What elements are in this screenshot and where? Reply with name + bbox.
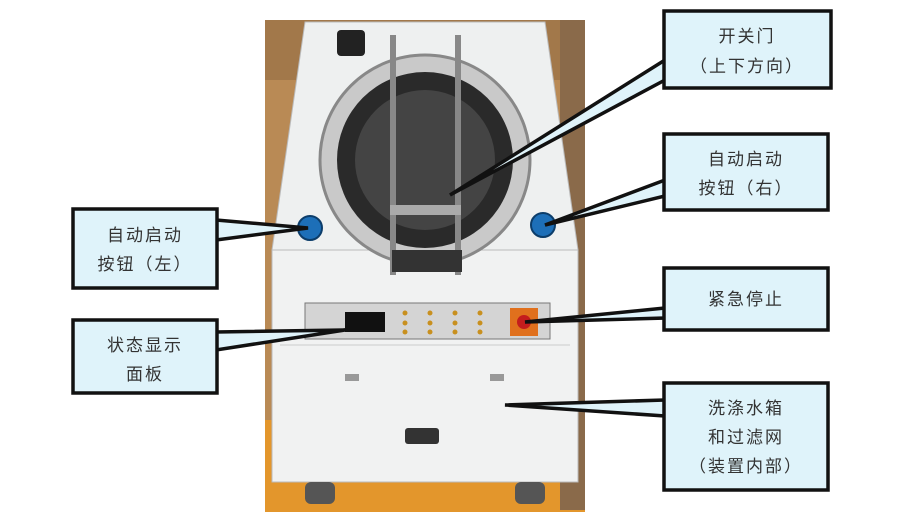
door-label-line1: 开关门	[719, 27, 776, 47]
wash-tank-label-line2: 和过滤网	[708, 428, 784, 448]
status-panel-label-line2: 面板	[126, 365, 164, 385]
auto-start-right-label-line2: 按钮（右）	[699, 179, 794, 199]
wheel	[515, 482, 545, 504]
tank-handle	[405, 428, 439, 444]
status-panel-label-line1: 状态显示	[107, 336, 183, 356]
auto-start-right-callout	[662, 132, 830, 212]
auto-start-right-button	[530, 212, 556, 238]
wash-tank-label-line3: （装置内部）	[689, 457, 803, 477]
wash-tank-callout	[662, 381, 830, 492]
door-label-line2: （上下方向）	[690, 57, 804, 77]
wash-tank-label-line1: 洗涤水箱	[708, 399, 784, 419]
wheel	[305, 482, 335, 504]
emergency-stop-label: 紧急停止	[708, 290, 784, 310]
auto-start-left-label-line2: 按钮（左）	[98, 255, 193, 275]
status-panel-callout	[71, 318, 219, 395]
machine-photo	[265, 20, 585, 512]
auto-start-left-label-line1: 自动启动	[107, 226, 183, 246]
door-callout	[662, 9, 833, 90]
auto-start-right-label-line1: 自动启动	[708, 150, 784, 170]
door-handle	[390, 205, 461, 215]
auto-start-left-callout	[71, 207, 219, 290]
top-handle	[337, 30, 365, 56]
emergency-stop-callout	[662, 266, 830, 332]
